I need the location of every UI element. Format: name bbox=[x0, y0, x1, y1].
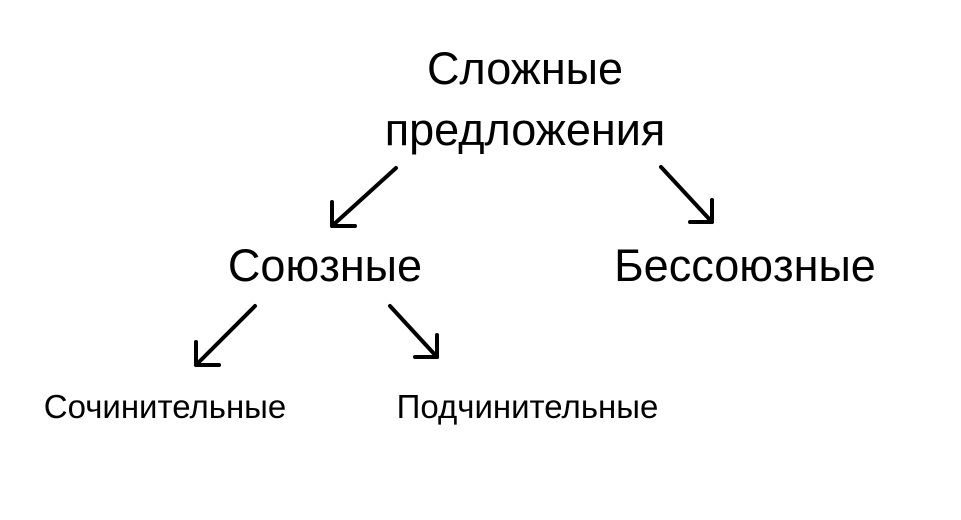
arrow-root-to-non-conjunctive bbox=[659, 165, 714, 224]
root-node-complex-sentences: Сложные предложения bbox=[355, 38, 695, 160]
arrow-conjunctive-to-coordinating bbox=[194, 304, 257, 367]
root-node-line-2: предложения bbox=[384, 104, 666, 155]
node-coordinating: Сочинительные bbox=[43, 388, 287, 425]
arrow-root-to-conjunctive bbox=[330, 166, 398, 228]
node-conjunctive: Союзные bbox=[227, 240, 423, 291]
node-non-conjunctive: Бессоюзные bbox=[614, 240, 876, 291]
node-subordinating: Подчинительные bbox=[396, 388, 659, 425]
root-node-line-1: Сложные bbox=[426, 43, 624, 94]
arrow-conjunctive-to-subordinating bbox=[388, 304, 439, 359]
